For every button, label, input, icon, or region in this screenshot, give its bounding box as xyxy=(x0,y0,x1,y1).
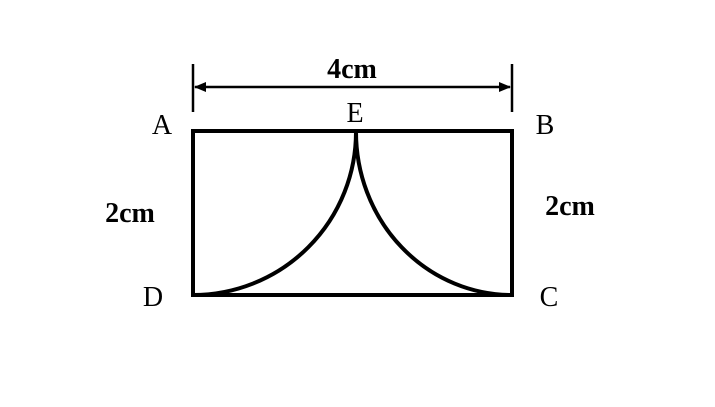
point-label-e: E xyxy=(346,98,363,129)
rectangle-abcd xyxy=(191,129,514,297)
dimension-label-width: 4cm xyxy=(327,54,377,85)
dimension-label-left-height: 2cm xyxy=(105,198,155,229)
point-label-b: B xyxy=(536,110,555,141)
point-label-d: D xyxy=(143,282,163,313)
arc-c-to-e xyxy=(354,131,513,297)
point-label-c: C xyxy=(540,282,559,313)
dimension-label-right-height: 2cm xyxy=(545,191,595,222)
point-label-a: A xyxy=(152,110,173,141)
arc-d-to-e xyxy=(192,131,358,297)
